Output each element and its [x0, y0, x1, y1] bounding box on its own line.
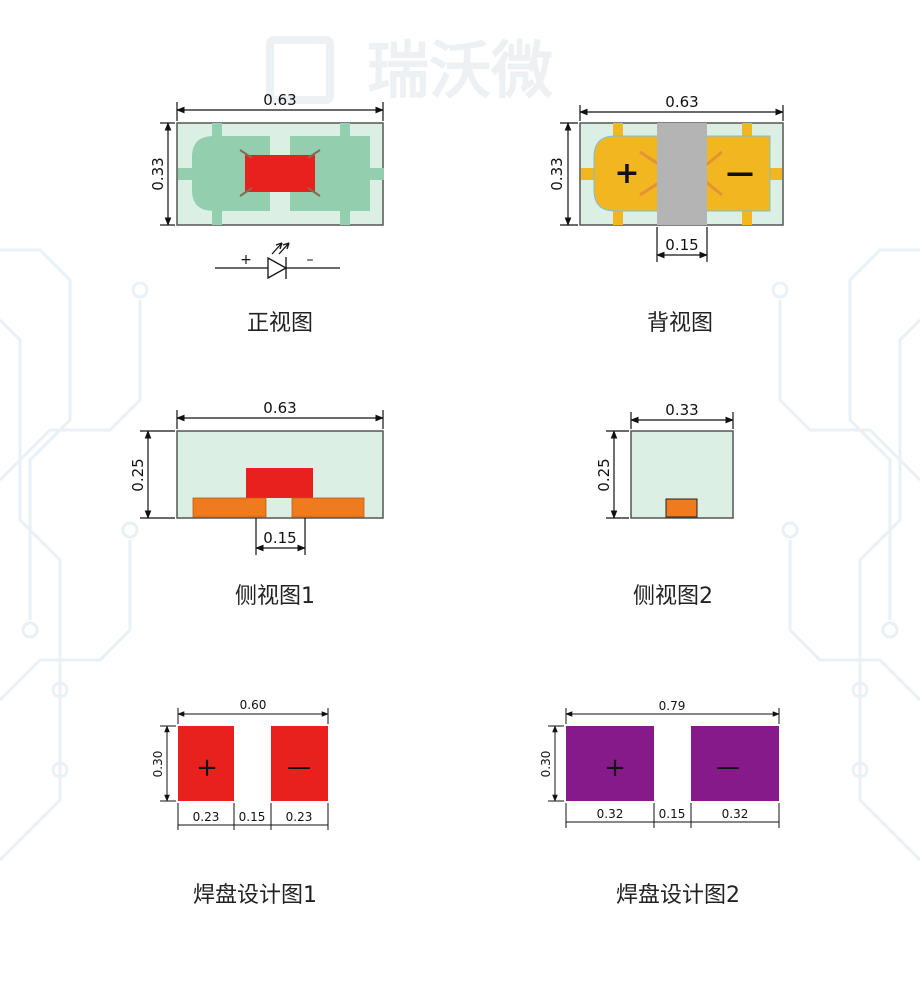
- side2-dim-width: 0.33: [665, 401, 698, 419]
- back-center-gap: [657, 123, 707, 225]
- back-view: + — 0.63 0.33 0.15 背视图: [548, 93, 784, 336]
- pad2-land-right: [691, 726, 779, 801]
- circuit-traces: [0, 248, 920, 862]
- side1-chip: [246, 468, 313, 498]
- pad-design-1: + — 0.60 0.30 0.23 0.15 0.23 焊盘设计图1: [151, 698, 329, 908]
- side1-view-caption: 侧视图1: [235, 584, 315, 609]
- back-dim-gap: 0.15: [665, 236, 698, 254]
- side-view-2: 0.33 0.25 侧视图2: [595, 401, 734, 609]
- front-symbol-minus: –: [307, 252, 314, 268]
- front-dim-width: 0.63: [263, 91, 296, 109]
- led-diode-symbol-icon: [215, 242, 340, 280]
- side2-view-caption: 侧视图2: [633, 584, 713, 609]
- back-dim-width: 0.63: [665, 93, 698, 111]
- side1-dim-width: 0.63: [263, 399, 296, 417]
- side1-dim-height: 0.25: [129, 458, 147, 491]
- pad1-plus: +: [196, 753, 218, 783]
- side2-pad: [665, 498, 698, 518]
- pad2-dim-height: 0.30: [539, 751, 553, 778]
- back-bond-wires: [639, 150, 723, 197]
- watermark-text: 瑞沃微: [367, 34, 553, 107]
- pad2-dim-gap: 0.15: [659, 807, 686, 821]
- pad1-dim-pad-left: 0.23: [193, 810, 220, 824]
- back-dimension-lines: [560, 105, 784, 262]
- pad1-dim-total: 0.60: [240, 698, 267, 712]
- front-led-chip: [245, 155, 315, 192]
- pad1-dim-height: 0.30: [151, 751, 165, 778]
- front-pad-left: [192, 136, 270, 211]
- pad2-dim-total: 0.79: [659, 699, 686, 713]
- pad2-land-left: [566, 726, 654, 801]
- back-minus: —: [726, 156, 754, 189]
- back-pad-traces: [581, 123, 782, 225]
- pad1-caption: 焊盘设计图1: [193, 883, 317, 908]
- back-view-caption: 背视图: [647, 311, 713, 336]
- pad1-land-left: [178, 726, 234, 801]
- front-dimension-lines: [160, 102, 384, 226]
- side-view-1: 0.63 0.25 0.15 侧视图1: [129, 399, 384, 609]
- side2-dimension-lines: [606, 412, 734, 519]
- back-dim-height: 0.33: [548, 157, 566, 190]
- pad2-dimension-lines: [548, 708, 780, 828]
- side1-dim-gap: 0.15: [263, 529, 296, 547]
- pad1-dim-gap: 0.15: [239, 810, 266, 824]
- pad2-dim-pad-left: 0.32: [597, 807, 624, 821]
- pad2-caption: 焊盘设计图2: [616, 883, 740, 908]
- back-pad-left: [593, 135, 671, 212]
- side1-pad-right: [291, 497, 365, 518]
- circuit-nodes: [21, 281, 899, 779]
- pad1-land-right: [271, 726, 328, 801]
- pad1-minus: —: [287, 753, 311, 781]
- side2-dim-height: 0.25: [595, 458, 613, 491]
- back-plus: +: [614, 156, 639, 191]
- front-symbol-plus: +: [240, 252, 252, 268]
- side1-dimension-lines: [140, 410, 384, 555]
- watermark-logo-icon: [266, 36, 334, 104]
- front-bond-wires: [239, 149, 321, 197]
- front-view: 0.63 0.33 + – 正视图: [149, 91, 384, 336]
- pad1-dimension-lines: [160, 708, 329, 830]
- pad2-plus: +: [604, 753, 626, 783]
- side1-pad-left: [192, 497, 267, 518]
- pad-design-2: + — 0.79 0.30 0.32 0.15 0.32 焊盘设计图2: [539, 699, 780, 908]
- pad2-minus: —: [716, 753, 740, 781]
- front-pad-traces: [178, 123, 384, 225]
- front-view-caption: 正视图: [247, 311, 313, 336]
- front-dim-height: 0.33: [149, 157, 167, 190]
- pad1-dim-pad-right: 0.23: [286, 810, 313, 824]
- pad2-dim-pad-right: 0.32: [722, 807, 749, 821]
